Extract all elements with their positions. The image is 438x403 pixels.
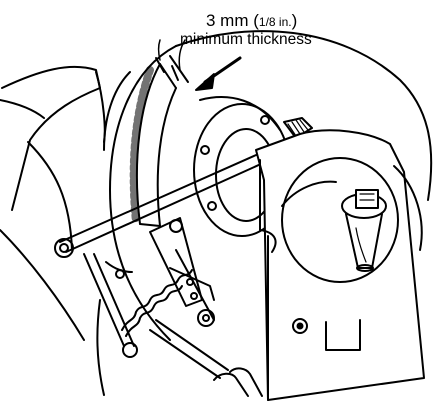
hub-flange — [193, 96, 291, 237]
callout-arrow — [195, 56, 242, 91]
callout-value-inch: 1/8 in. — [258, 15, 292, 29]
callout-value-mm: 3 mm — [206, 11, 254, 30]
callout-label: minimum thickness — [180, 31, 312, 48]
backing-plate — [96, 30, 433, 396]
callout-paren-close: ) — [291, 11, 298, 30]
thickness-indicator — [155, 39, 189, 83]
body-panel — [0, 65, 106, 341]
cone-adapter — [341, 189, 387, 272]
callout-measurement: 3 mm (1/8 in.) — [206, 12, 297, 29]
callout-paren-open: ( — [253, 11, 259, 30]
axle-stud — [283, 117, 313, 139]
strut-rod — [54, 139, 293, 258]
parking-brake-lever — [149, 217, 215, 327]
brake-cable — [83, 253, 263, 397]
lever-fasteners — [115, 269, 198, 300]
brake-shoe-lining — [129, 63, 177, 227]
hub-tool-block — [255, 129, 425, 401]
